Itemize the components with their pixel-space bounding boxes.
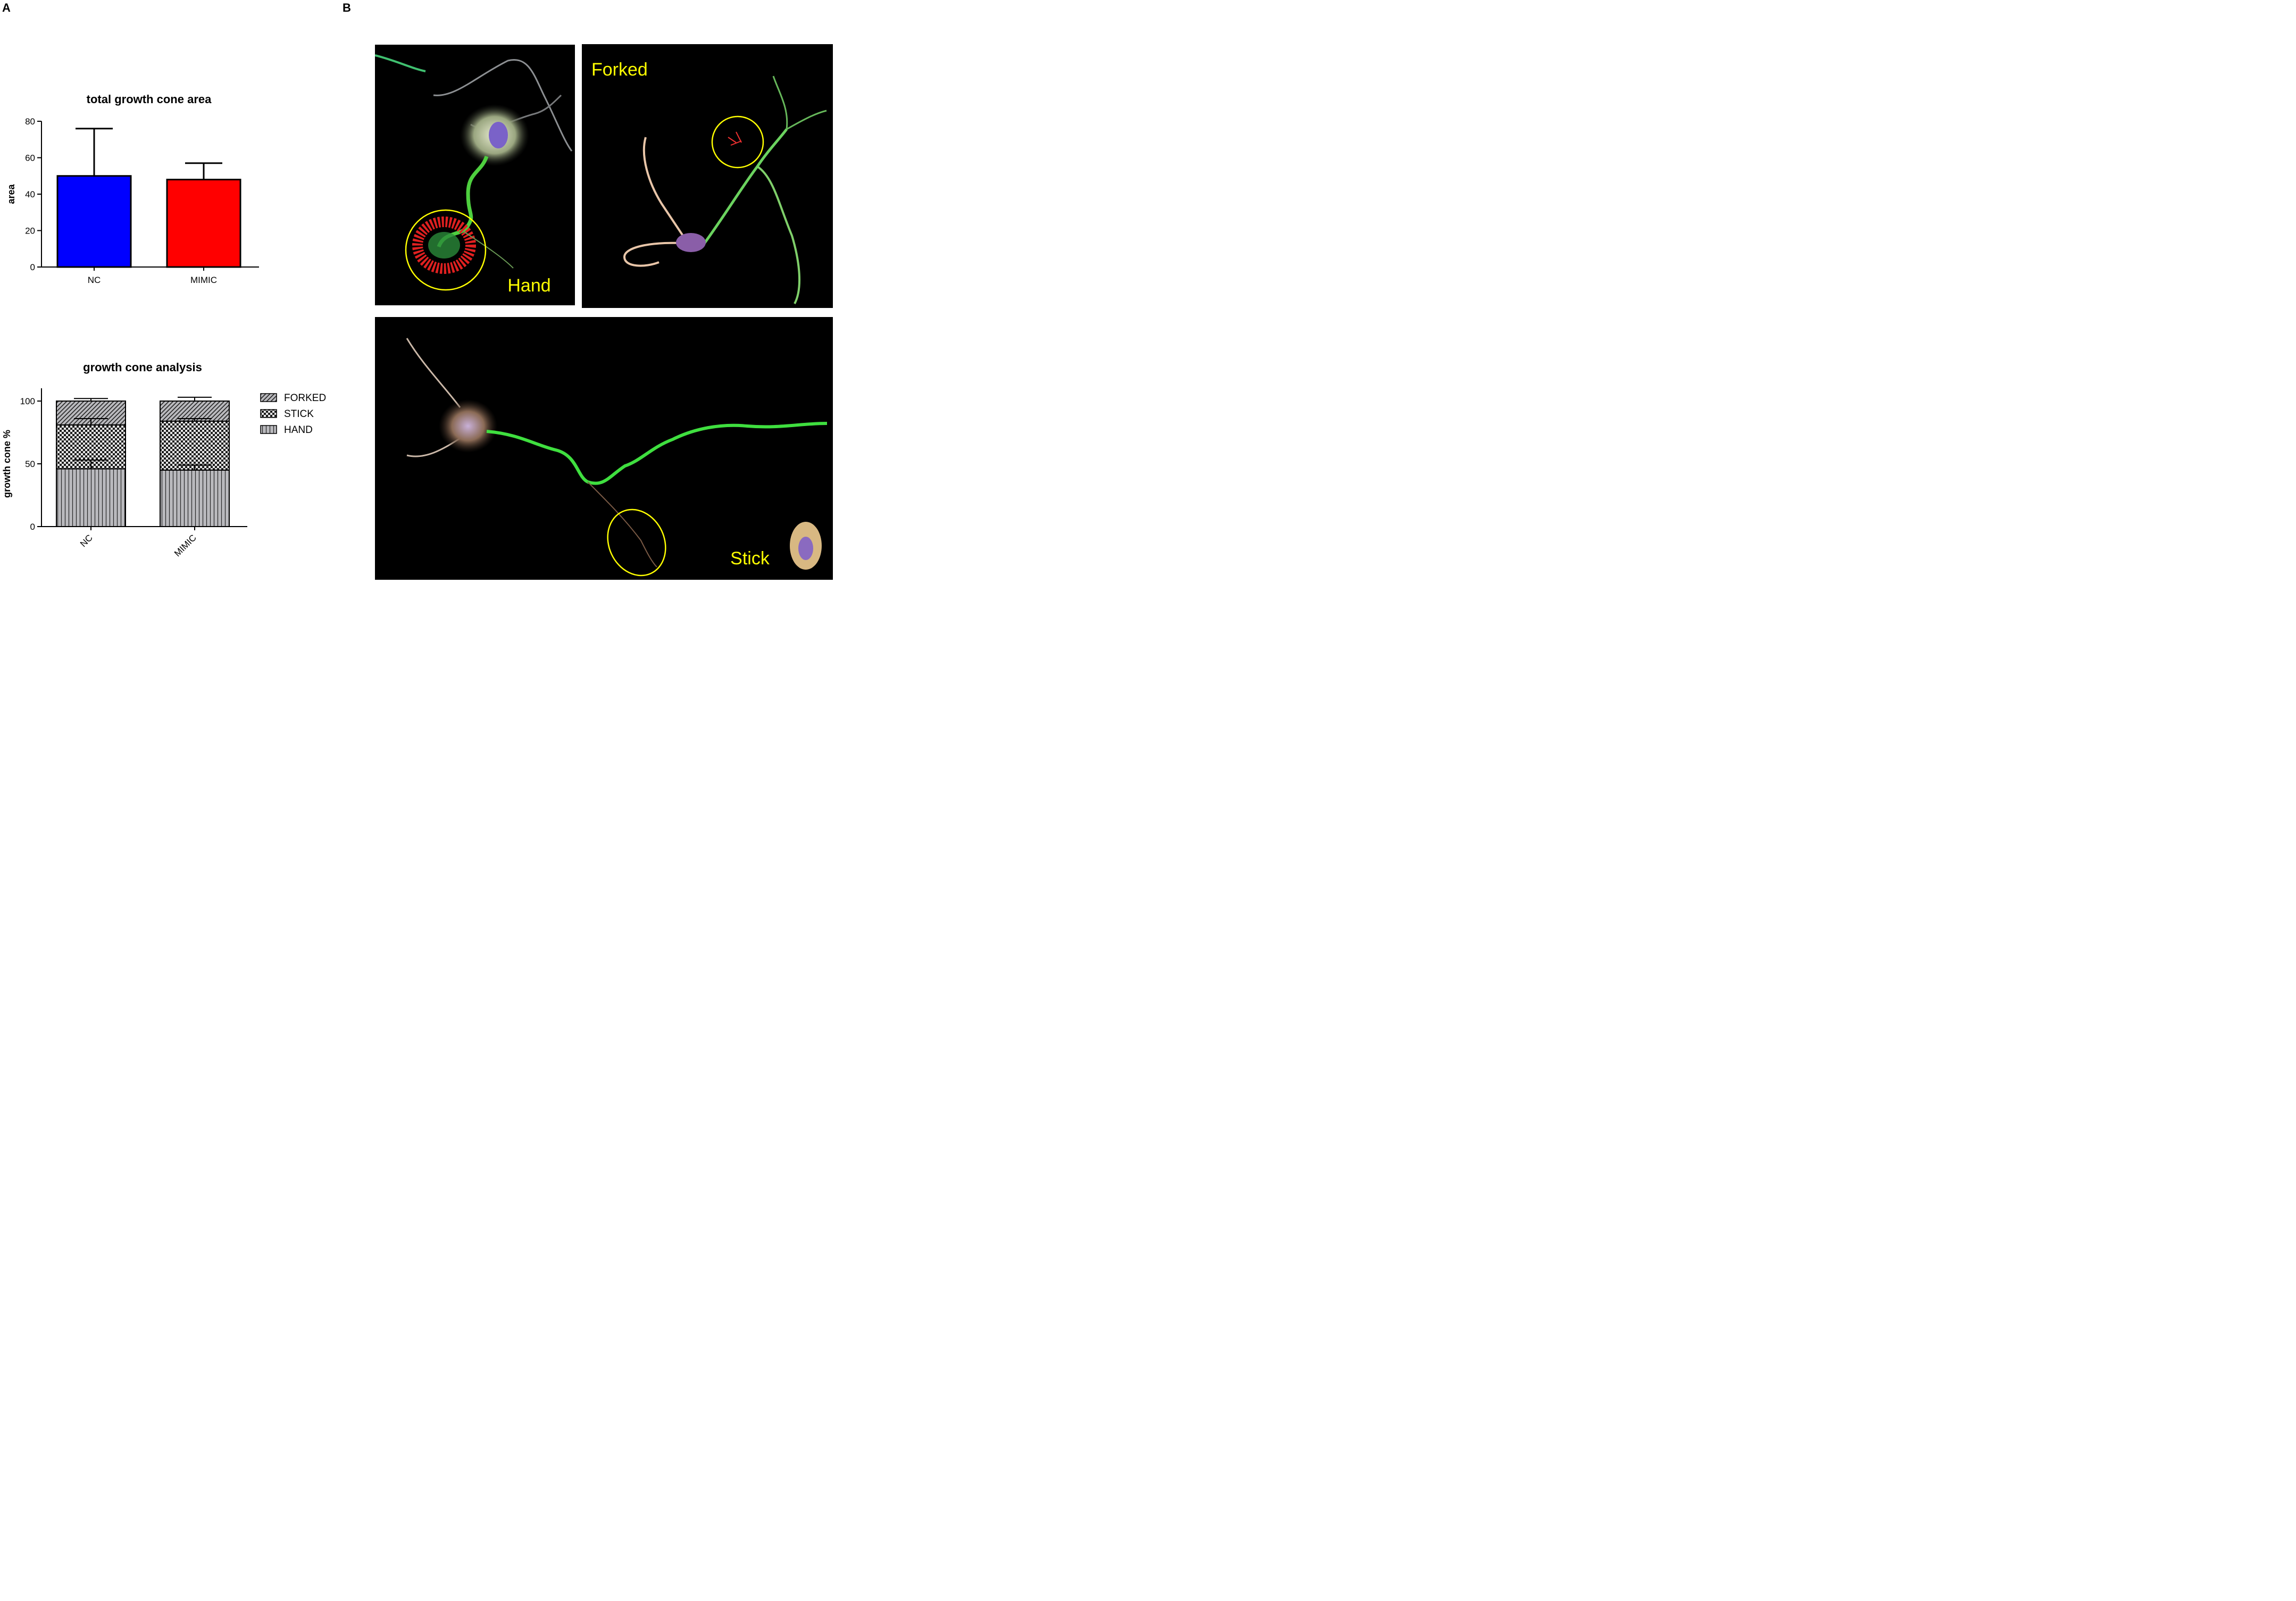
- legend-label-stick: STICK: [284, 408, 314, 420]
- y-tick-label: 0: [30, 262, 35, 272]
- y-tick-label: 50: [25, 459, 35, 469]
- y-tick-label: 20: [25, 226, 35, 236]
- forked-label: Forked: [591, 60, 648, 80]
- x-tick-label: MIMIC: [172, 532, 198, 558]
- total-area-chart: total growth cone area area 0 20 40 60 80 NC…: [6, 93, 259, 285]
- y-tick-label: 100: [20, 396, 35, 406]
- y-axis-label: growth cone %: [2, 430, 12, 498]
- hand-label: Hand: [507, 276, 550, 296]
- chart-title: total growth cone area: [87, 93, 212, 106]
- micrograph-stick: Stick: [375, 317, 833, 580]
- bar-segment-stick-mimic: [160, 420, 230, 471]
- panel-label-a: A: [2, 1, 11, 14]
- y-tick-label: 60: [25, 153, 35, 163]
- y-tick-label: 80: [25, 116, 35, 127]
- forked-circle-annotation: [711, 115, 764, 169]
- x-tick-label: NC: [88, 275, 101, 285]
- x-tick-label: MIMIC: [190, 275, 217, 285]
- y-tick-label: 40: [25, 189, 35, 199]
- panel-label-b: B: [343, 1, 351, 14]
- growth-cone-analysis-chart: growth cone analysis growth cone % 0 50 10…: [2, 361, 326, 558]
- bar-segment-hand-mimic: [160, 469, 230, 527]
- bar-nc: [56, 175, 132, 268]
- chart-title: growth cone analysis: [83, 361, 202, 374]
- legend-swatch-stick: [260, 409, 277, 418]
- legend-swatch-hand: [260, 425, 277, 434]
- stick-ellipse-annotation: [607, 508, 666, 577]
- legend-label-hand: HAND: [284, 424, 313, 436]
- legend-swatch-forked: [260, 393, 277, 402]
- legend-label-forked: FORKED: [284, 393, 326, 404]
- y-tick-label: 0: [30, 522, 35, 532]
- bar-segment-hand-nc: [56, 468, 126, 527]
- stick-label: Stick: [730, 548, 770, 569]
- y-axis-label: area: [6, 184, 16, 204]
- bar-mimic: [166, 179, 241, 268]
- micrograph-hand: Hand: [375, 45, 575, 305]
- hand-circle-annotation: [405, 209, 487, 291]
- x-tick-label: NC: [78, 532, 95, 549]
- micrograph-forked: Forked: [582, 44, 833, 308]
